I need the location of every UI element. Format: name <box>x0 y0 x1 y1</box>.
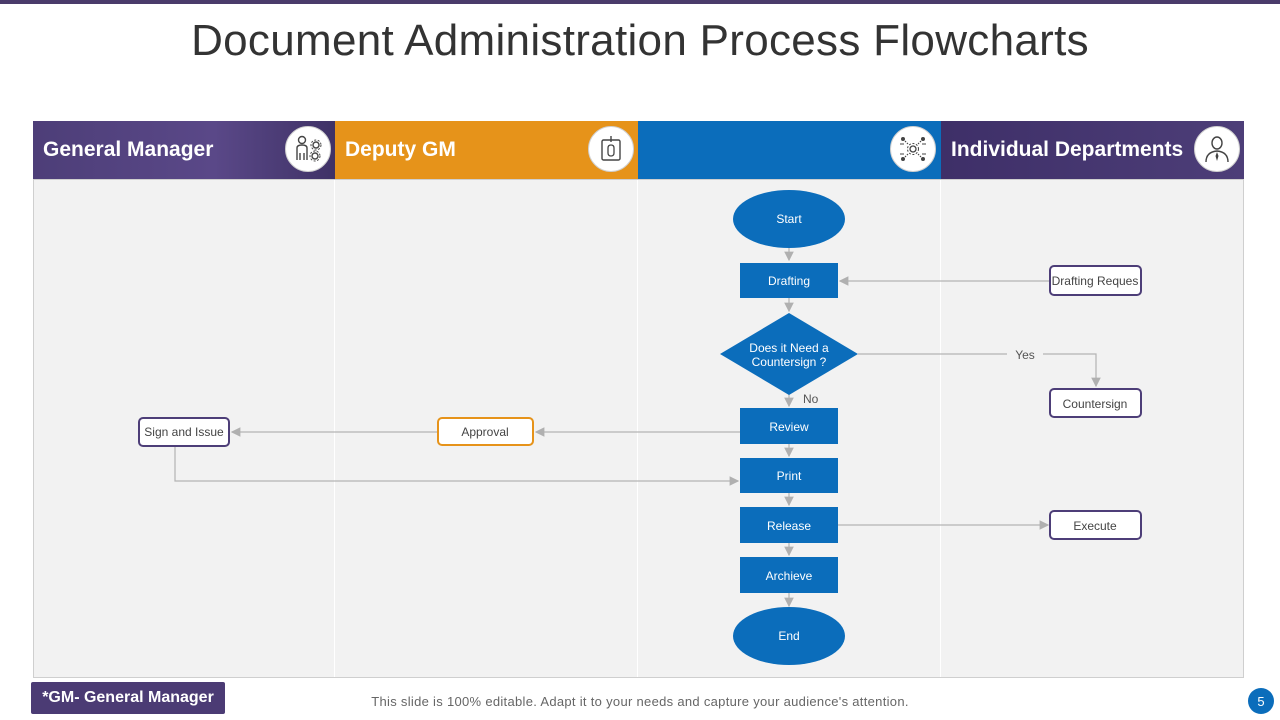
lane-label-general-manager: General Manager <box>43 138 214 161</box>
page-number: 5 <box>1248 688 1274 714</box>
team-network-gear-icon <box>890 126 936 172</box>
lane-header-individual-departments: Individual Departments <box>941 121 1244 179</box>
lane-label-deputy-gm: Deputy GM <box>345 138 456 161</box>
edge-sign-print <box>174 446 740 486</box>
print-label: Print <box>777 469 802 483</box>
drafting-request-label: Drafting Reques <box>1052 274 1139 288</box>
start-label: Start <box>776 212 802 226</box>
approval-node <box>437 417 534 446</box>
manager-gears-icon <box>285 126 331 172</box>
start-node <box>733 190 845 248</box>
drafting-node <box>740 263 838 298</box>
countersign-node <box>1049 388 1142 418</box>
yes-label-bg <box>1007 345 1043 363</box>
archieve-node <box>740 557 838 593</box>
release-label: Release <box>767 519 811 533</box>
footnote-badge: *GM- General Manager <box>31 682 225 714</box>
decision-label-line2: Countersign ? <box>752 355 827 369</box>
lane-label-individual-departments: Individual Departments <box>951 138 1184 161</box>
countersign-label: Countersign <box>1063 397 1128 411</box>
release-node <box>740 507 838 543</box>
execute-node <box>1049 510 1142 540</box>
sign-and-issue-node <box>138 417 230 447</box>
approval-label: Approval <box>461 425 508 439</box>
businessman-icon <box>1194 126 1240 172</box>
edge-decision-countersign <box>858 353 1101 388</box>
drafting-label: Drafting <box>768 274 810 288</box>
clipboard-badge-icon <box>588 126 634 172</box>
decision-node <box>720 313 858 395</box>
lane-individual-departments <box>941 179 1244 678</box>
disclaimer-text: This slide is 100% editable. Adapt it to… <box>371 694 909 709</box>
archieve-label: Archieve <box>766 569 813 583</box>
print-node <box>740 458 838 493</box>
decision-label-line1: Does it Need a <box>749 341 829 355</box>
lane-header-administration <box>638 121 941 179</box>
top-rule <box>0 0 1280 4</box>
drafting-request-node <box>1049 265 1142 296</box>
end-node <box>733 607 845 665</box>
review-label: Review <box>769 420 809 434</box>
lane-header-general-manager: General Manager <box>33 121 335 179</box>
execute-label: Execute <box>1073 519 1117 533</box>
edge-label-no: No <box>803 392 819 406</box>
lane-header-deputy-gm: Deputy GM <box>335 121 638 179</box>
page-title: Document Administration Process Flowchar… <box>191 16 1089 65</box>
sign-and-issue-label: Sign and Issue <box>144 425 224 439</box>
review-node <box>740 408 838 444</box>
end-label: End <box>778 629 799 643</box>
edge-label-yes: Yes <box>1015 348 1035 362</box>
